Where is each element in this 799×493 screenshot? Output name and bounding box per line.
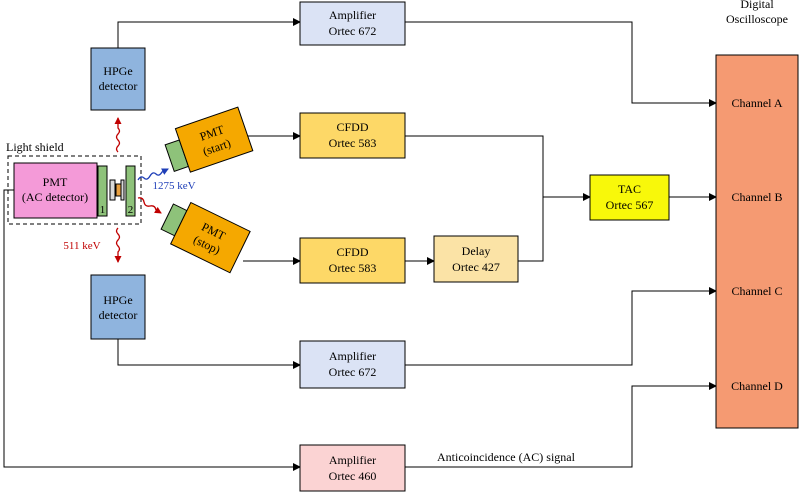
tac-box	[589, 174, 670, 221]
cfdd-top-line2: Ortec 583	[329, 136, 377, 150]
channel-a-label: Channel A	[732, 96, 783, 110]
gamma-rays: 511 keV 1275 keV	[63, 117, 196, 263]
source-holder-left	[109, 179, 116, 201]
energy-1275-label: 1275 keV	[152, 180, 195, 192]
cfdd-top-box	[299, 112, 406, 159]
hpge-detector-bottom-line1: HPGe	[103, 293, 132, 307]
digital-oscilloscope: Digital Oscilloscope Channel A Channel B…	[715, 0, 799, 429]
signal-wires	[3, 18, 717, 471]
amplifier-672-bottom-line1: Amplifier	[329, 349, 376, 363]
delay-unit: Delay Ortec 427	[433, 235, 519, 283]
amplifier-460-box	[299, 444, 406, 492]
ac-signal-label: Anticoincidence (AC) signal	[437, 450, 576, 464]
hpge-detector-top-line2: detector	[99, 79, 138, 93]
oscilloscope-title-line2: Oscilloscope	[726, 12, 788, 26]
cfdd-bottom-line2: Ortec 583	[329, 261, 377, 275]
gamma-1275-wavy-arrow-icon	[137, 168, 169, 181]
hpge-detector-top-box	[90, 47, 146, 111]
amplifier-672-top: Amplifier Ortec 672	[299, 1, 406, 46]
delay-line2: Ortec 427	[452, 260, 500, 274]
cfdd-top: CFDD Ortec 583	[299, 112, 406, 159]
pmt-ac-detector-line2: (AC detector)	[22, 190, 88, 204]
amplifier-672-top-box	[299, 1, 406, 46]
pmt-start: PMT (start)	[164, 106, 254, 173]
scintillator-2-label: 2	[128, 204, 134, 216]
tac-line1: TAC	[618, 182, 641, 196]
channel-d-label: Channel D	[731, 379, 783, 393]
oscilloscope-box	[715, 54, 799, 429]
amplifier-672-top-line2: Ortec 672	[329, 24, 377, 38]
wire-pmt-ac-to-amp-460	[3, 189, 301, 471]
amplifier-460: Amplifier Ortec 460	[299, 444, 406, 492]
wire-hpge-bottom-to-amp-bottom	[117, 339, 301, 369]
pmt-ac-detector-box	[13, 162, 98, 219]
wire-delay-to-tac	[518, 197, 544, 262]
source-holder-right	[120, 179, 125, 201]
hpge-detector-top: HPGe detector	[90, 47, 146, 111]
amplifier-672-bottom: Amplifier Ortec 672	[299, 340, 406, 389]
light-shield-frame	[7, 155, 142, 225]
cfdd-bottom-box	[299, 237, 406, 284]
channel-b-label: Channel B	[732, 190, 783, 204]
amplifier-460-line2: Ortec 460	[329, 469, 377, 483]
hpge-detector-top-line1: HPGe	[103, 64, 132, 78]
scintillator-2	[125, 165, 136, 217]
wire-hpge-top-to-amp-top	[117, 18, 301, 48]
hpge-detector-bottom-box	[90, 274, 146, 340]
pmt-stop: PMT (stop)	[160, 201, 251, 274]
amplifier-672-bottom-box	[299, 340, 406, 389]
gamma-511-stop-wavy-arrow-icon	[137, 197, 162, 214]
cfdd-top-line1: CFDD	[336, 120, 368, 134]
cfdd-bottom: CFDD Ortec 583	[299, 237, 406, 284]
gamma-511-down-wavy-arrow-icon	[114, 227, 122, 263]
delay-box	[433, 235, 519, 283]
delay-line1: Delay	[462, 244, 491, 258]
hpge-detector-bottom: HPGe detector	[90, 274, 146, 340]
energy-511-label: 511 keV	[63, 240, 100, 252]
wire-amp-bottom-to-channel-c	[405, 287, 717, 366]
amplifier-460-line1: Amplifier	[329, 453, 376, 467]
source-holder-center	[115, 183, 122, 197]
tac-line2: Ortec 567	[606, 198, 654, 212]
gamma-511-up-wavy-arrow-icon	[114, 117, 122, 153]
scintillator-1	[97, 165, 108, 217]
pmt-ac-detector-line1: PMT	[43, 175, 68, 189]
light-shield: Light shield PMT (AC detector) 1 2	[6, 140, 142, 225]
tac-unit: TAC Ortec 567	[589, 174, 670, 221]
scintillator-1-label: 1	[100, 204, 106, 216]
wire-cfdd-top-to-tac	[405, 135, 591, 201]
oscilloscope-title-line1: Digital	[740, 0, 774, 11]
amplifier-672-bottom-line2: Ortec 672	[329, 365, 377, 379]
channel-c-label: Channel C	[732, 284, 783, 298]
pmt-stop-body	[169, 201, 251, 274]
wire-amp-top-to-channel-a	[405, 21, 717, 107]
wire-amp-460-to-channel-d	[405, 382, 717, 468]
hpge-detector-bottom-line2: detector	[99, 308, 138, 322]
light-shield-label: Light shield	[6, 140, 64, 154]
amplifier-672-top-line1: Amplifier	[329, 8, 376, 22]
cfdd-bottom-line1: CFDD	[336, 245, 368, 259]
pmt-start-body	[174, 106, 254, 173]
